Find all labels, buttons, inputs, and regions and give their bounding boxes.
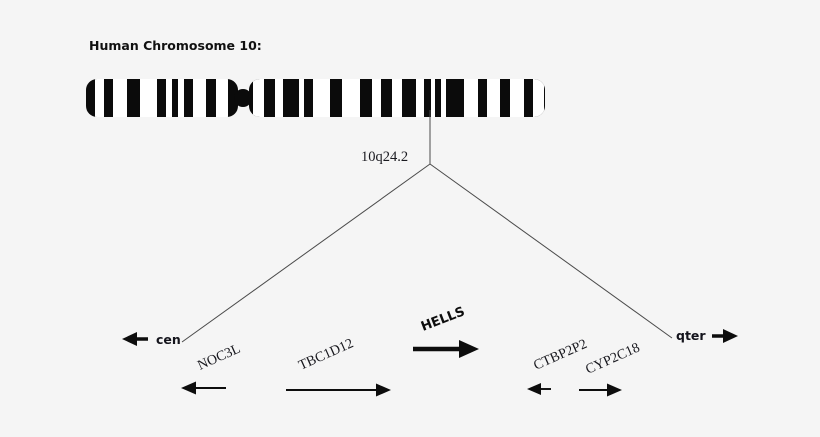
p-arm-bands xyxy=(95,79,228,117)
callout-leaders xyxy=(181,110,673,343)
gene-hells-strand-arrow-icon xyxy=(413,340,479,358)
centromere-dot xyxy=(234,89,252,107)
gene-noc3l-strand-arrow-icon xyxy=(181,381,226,395)
callout-line-right xyxy=(429,163,673,339)
qter-label: qter xyxy=(676,328,706,343)
qter-arrow-icon xyxy=(712,329,738,343)
callout-line-left xyxy=(181,163,431,343)
gene-cyp2c18-strand-arrow-icon xyxy=(579,383,622,397)
left-terminus-marker: cen xyxy=(122,332,181,347)
right-terminus-marker: qter xyxy=(676,328,738,343)
q-arm-bands xyxy=(253,79,544,117)
gene-tbc1d12-strand-arrow-icon xyxy=(286,383,391,397)
p-arm-body xyxy=(86,79,238,117)
cen-label: cen xyxy=(156,332,181,347)
band-callout-label: 10q24.2 xyxy=(361,149,408,165)
chromosome-ideogram xyxy=(86,79,545,117)
p-arm xyxy=(86,79,238,117)
page-title: Human Chromosome 10: xyxy=(89,38,262,53)
gene-ctbp2p2-strand-arrow-icon xyxy=(527,383,551,395)
cen-arrow-icon xyxy=(122,332,148,346)
q-arm xyxy=(249,79,545,117)
